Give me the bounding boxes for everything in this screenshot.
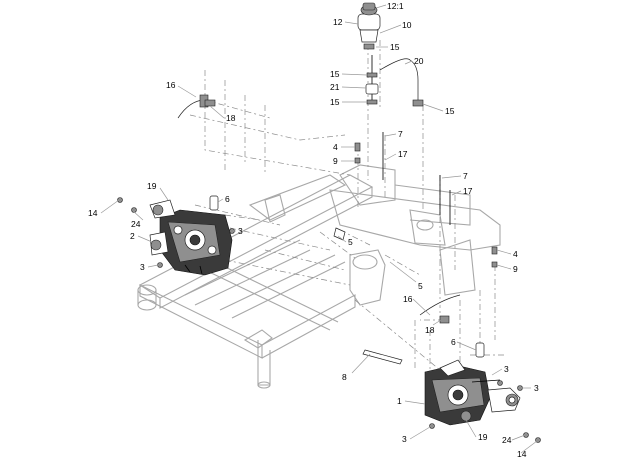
callout-12-1: 12:1: [387, 1, 404, 11]
callout-16-b: 16: [403, 294, 413, 304]
callout-labels: 12:1 12 10 15 20 15 21 15 15 16 18 4 7 9…: [88, 1, 539, 459]
callout-5-b: 5: [418, 281, 423, 291]
frame: [137, 164, 501, 389]
callout-6-a: 6: [225, 194, 230, 204]
callout-21: 21: [330, 82, 340, 92]
callout-24-a: 24: [131, 219, 141, 229]
callout-16-a: 16: [166, 80, 176, 90]
callout-15-c: 15: [330, 97, 340, 107]
callout-19-a: 19: [147, 181, 157, 191]
callout-3-c: 3: [504, 364, 509, 374]
callout-3-b: 3: [140, 262, 145, 272]
callout-6-b: 6: [451, 337, 456, 347]
callout-18-a: 18: [226, 113, 236, 123]
callout-8: 8: [342, 372, 347, 382]
callout-2: 2: [130, 231, 135, 241]
callout-1: 1: [397, 396, 402, 406]
callout-4-a: 4: [333, 142, 338, 152]
callout-17-a: 17: [398, 149, 408, 159]
callout-15-b: 15: [330, 69, 340, 79]
right-transaxle: [424, 359, 521, 426]
callout-14-a: 14: [88, 208, 98, 218]
callout-7-b: 7: [463, 171, 468, 181]
callout-19-b: 19: [478, 432, 488, 442]
callout-15-d: 15: [445, 106, 455, 116]
callout-24-b: 24: [502, 435, 512, 445]
callout-14-b: 14: [517, 449, 527, 459]
hydraulic-tank: [357, 2, 424, 107]
assembly-lines: [189, 30, 505, 375]
callout-3-a: 3: [238, 226, 243, 236]
callout-12: 12: [333, 17, 343, 27]
callout-5-a: 5: [348, 237, 353, 247]
callout-18-b: 18: [425, 325, 435, 335]
callout-3-e: 3: [402, 434, 407, 444]
callout-7-a: 7: [398, 129, 403, 139]
callout-20: 20: [414, 56, 424, 66]
leader-lines: [100, 4, 538, 454]
callout-10: 10: [402, 20, 412, 30]
callout-9-b: 9: [513, 264, 518, 274]
callout-4-b: 4: [513, 249, 518, 259]
callout-3-d: 3: [534, 383, 539, 393]
callout-15-a: 15: [390, 42, 400, 52]
left-transaxle: [149, 199, 233, 276]
callout-9-a: 9: [333, 156, 338, 166]
callout-17-b: 17: [463, 186, 473, 196]
